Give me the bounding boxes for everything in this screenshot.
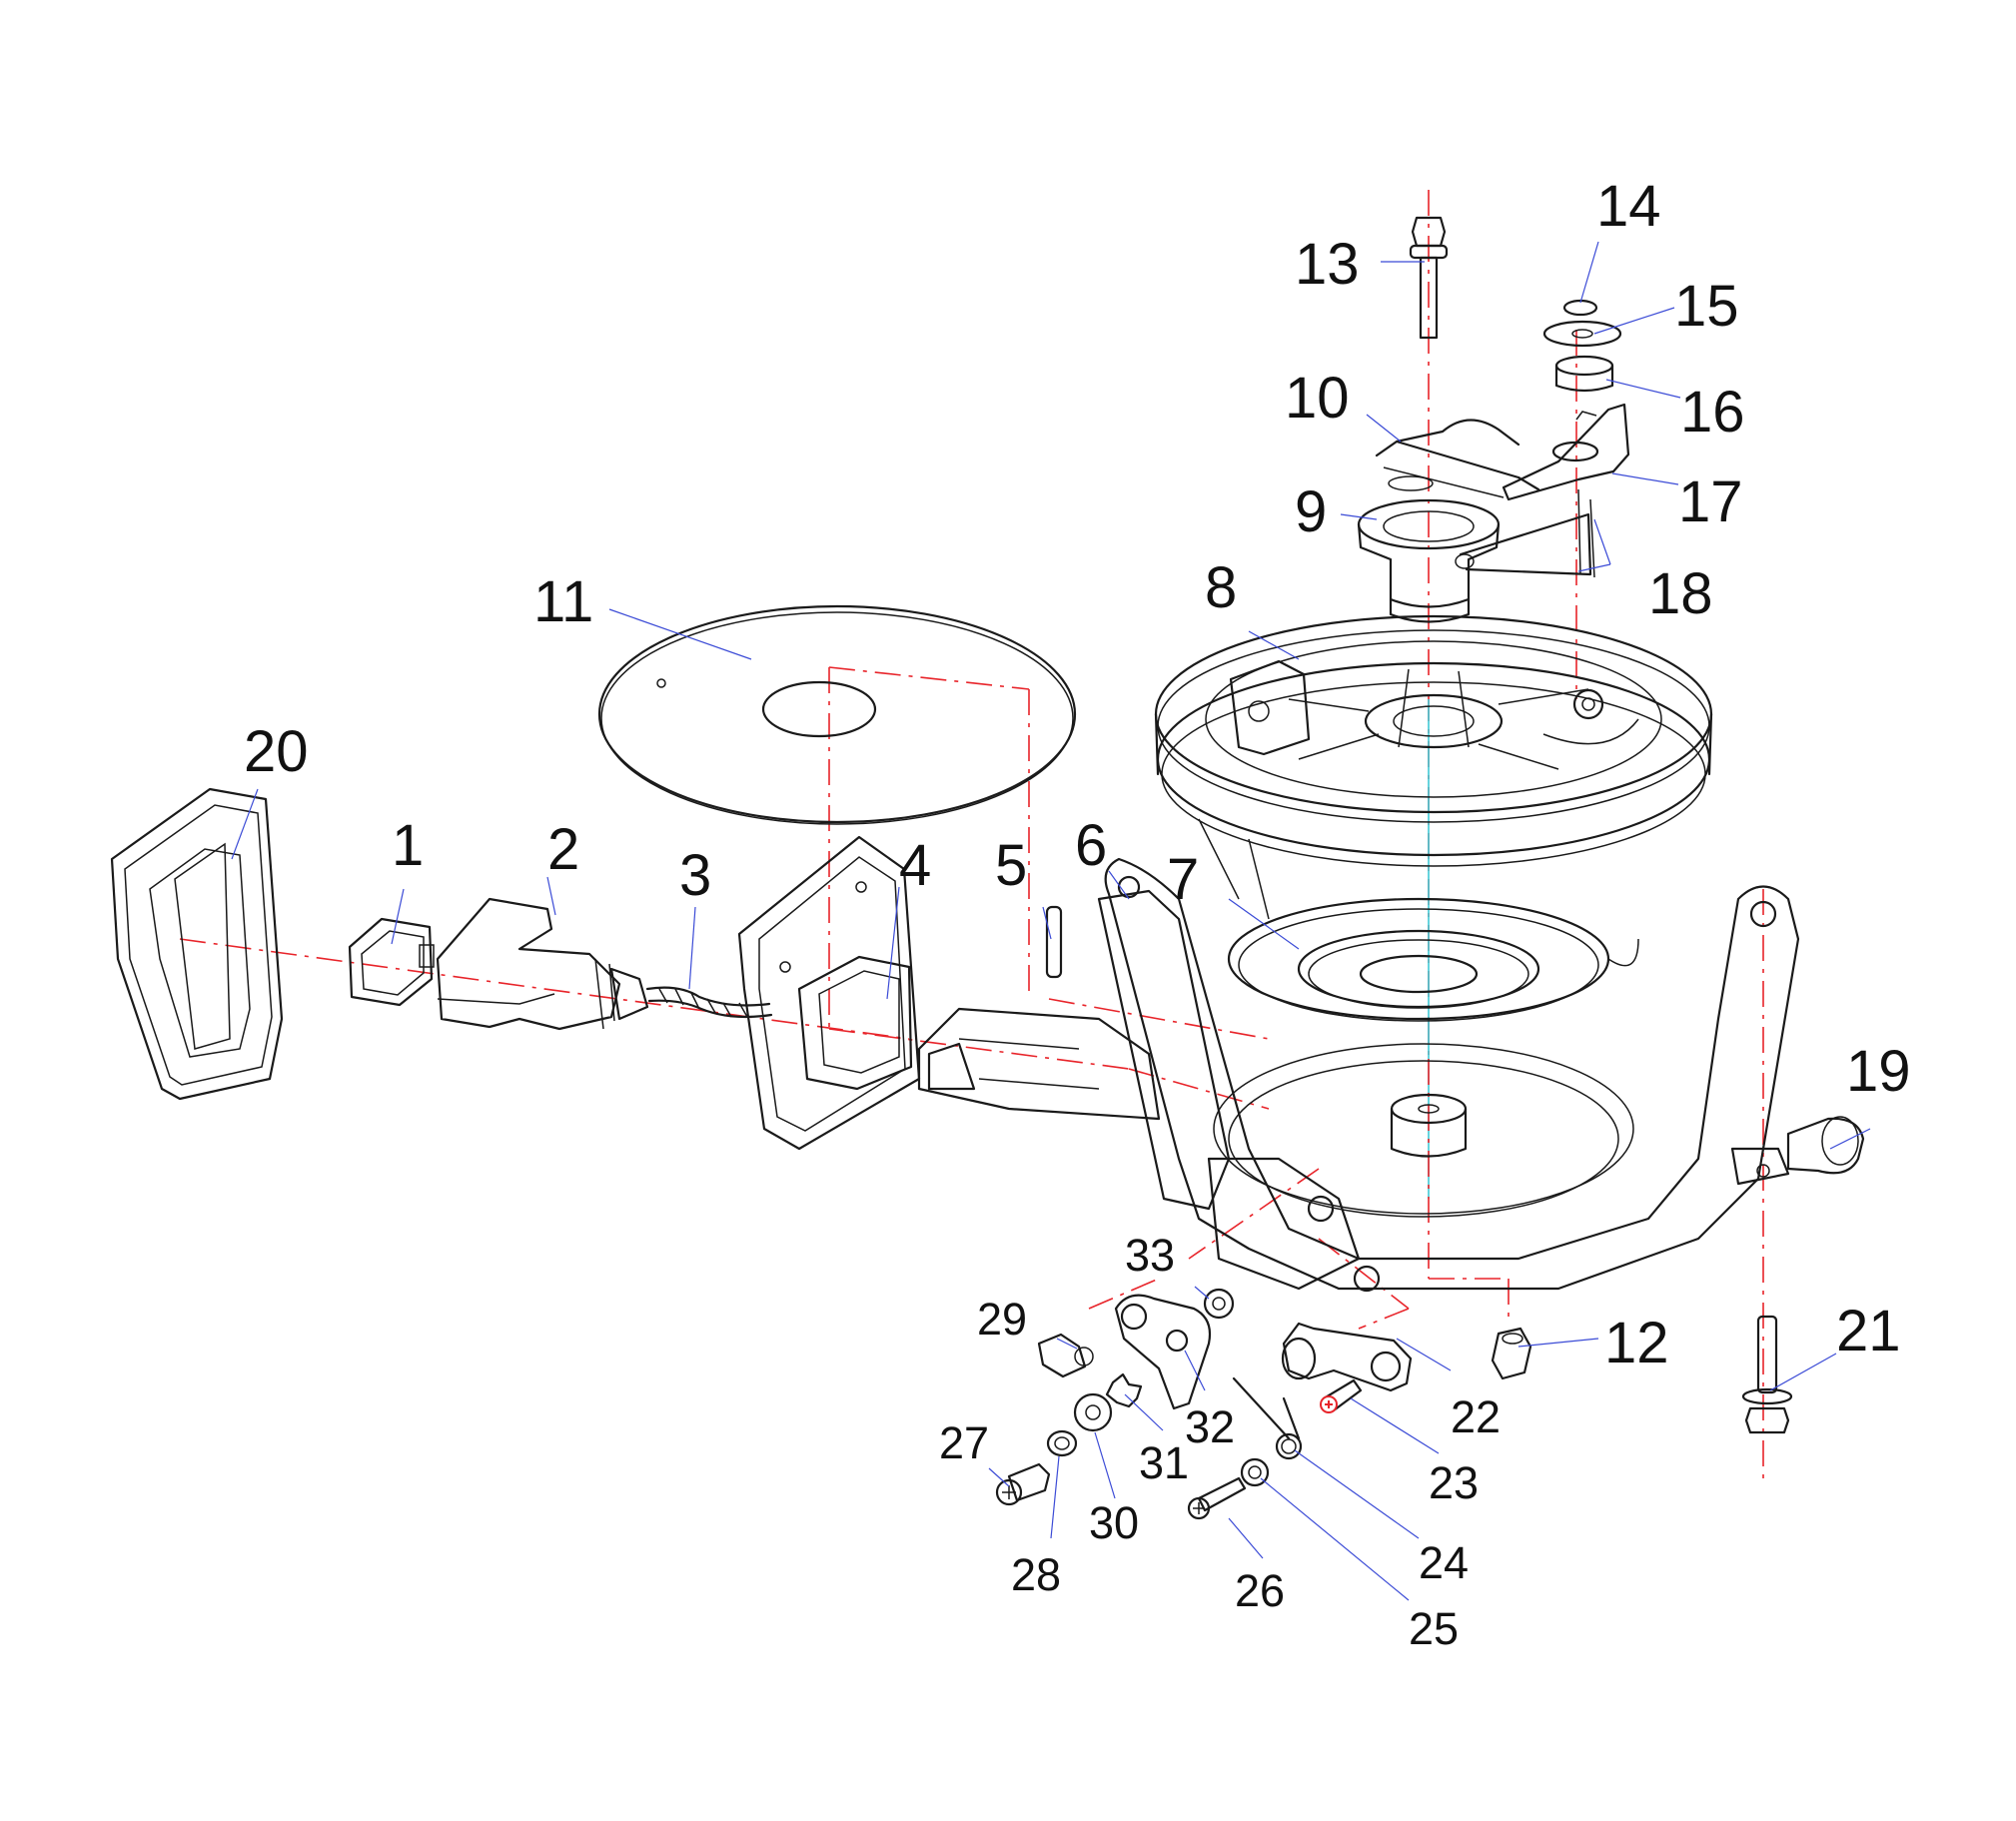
part-23-pin [1320,1378,1363,1413]
callout-29: 29 [977,1294,1027,1345]
callout-15: 15 [1674,274,1739,339]
part-25-washer [1240,1457,1270,1487]
callout-9: 9 [1295,479,1327,544]
part-6-housing-arm [1097,889,1231,1211]
callout-numbers: 20 1 2 3 4 5 6 7 8 9 10 11 12 13 14 15 1… [244,174,1911,1654]
part-31-star-washer [1105,1372,1143,1408]
part-11-gasket-disc [597,604,1077,825]
callout-33: 33 [1125,1230,1175,1281]
part-13-bolt [1409,216,1449,340]
leader-lines [231,241,1871,1601]
part-5-pin [1045,905,1063,979]
part-1-clip [348,917,435,1007]
part-30-washer [1073,1392,1113,1432]
callout-27: 27 [939,1417,989,1468]
callout-5: 5 [995,833,1027,898]
callout-2: 2 [547,817,579,882]
part-16-bushing [1554,355,1614,393]
callout-17: 17 [1678,469,1743,534]
part-3-rope [645,986,773,1019]
part-2-starter-handle [436,897,649,1031]
part-26-screw [1187,1476,1247,1520]
callout-11: 11 [533,569,593,634]
callout-21: 21 [1836,1299,1901,1364]
callout-10: 10 [1285,366,1350,431]
part-15-washer [1542,320,1622,348]
callout-24: 24 [1419,1537,1469,1588]
callout-14: 14 [1596,174,1661,239]
callout-6: 6 [1075,813,1107,878]
callout-32: 32 [1185,1401,1235,1452]
callout-3: 3 [679,843,711,908]
callout-16: 16 [1680,380,1745,445]
callout-18: 18 [1648,561,1713,626]
callout-30: 30 [1089,1497,1139,1548]
part-24-torsion-spring [1232,1376,1303,1460]
callout-25: 25 [1409,1603,1459,1654]
callout-19: 19 [1846,1039,1911,1104]
part-14-circlip [1562,299,1598,317]
callout-4: 4 [899,833,931,898]
callout-7: 7 [1167,847,1199,912]
part-9-ratchet-hub [1357,498,1501,623]
starter-housing [917,857,1800,1293]
part-17-pawl [1502,403,1630,501]
part-12-nut [1491,1327,1532,1380]
callout-20: 20 [244,719,309,784]
part-8-reel [1154,614,1713,920]
callout-22: 22 [1451,1391,1501,1442]
callout-28: 28 [1011,1549,1061,1600]
callout-8: 8 [1205,555,1237,620]
part-29-nut [1037,1333,1094,1378]
callout-13: 13 [1295,232,1360,297]
part-33-washer [1203,1288,1235,1320]
part-7-recoil-spring [1227,897,1639,1022]
part-28-washer [1046,1429,1078,1457]
part-20-handle-plate [110,787,284,1101]
callout-23: 23 [1429,1457,1479,1508]
part-21-bolt [1741,1315,1793,1434]
callout-31: 31 [1139,1437,1189,1488]
part-18-friction-spring [1455,488,1595,578]
part-19-roller [1786,1116,1865,1175]
part-22-lever [1281,1322,1413,1392]
part-27-screw [995,1462,1051,1506]
part-10-spring-wire [1375,419,1540,498]
callout-12: 12 [1604,1311,1669,1375]
callout-26: 26 [1235,1565,1285,1616]
part-4-rope-guide [737,835,921,1151]
part-32-bracket [1114,1294,1212,1410]
callout-1: 1 [392,813,424,878]
